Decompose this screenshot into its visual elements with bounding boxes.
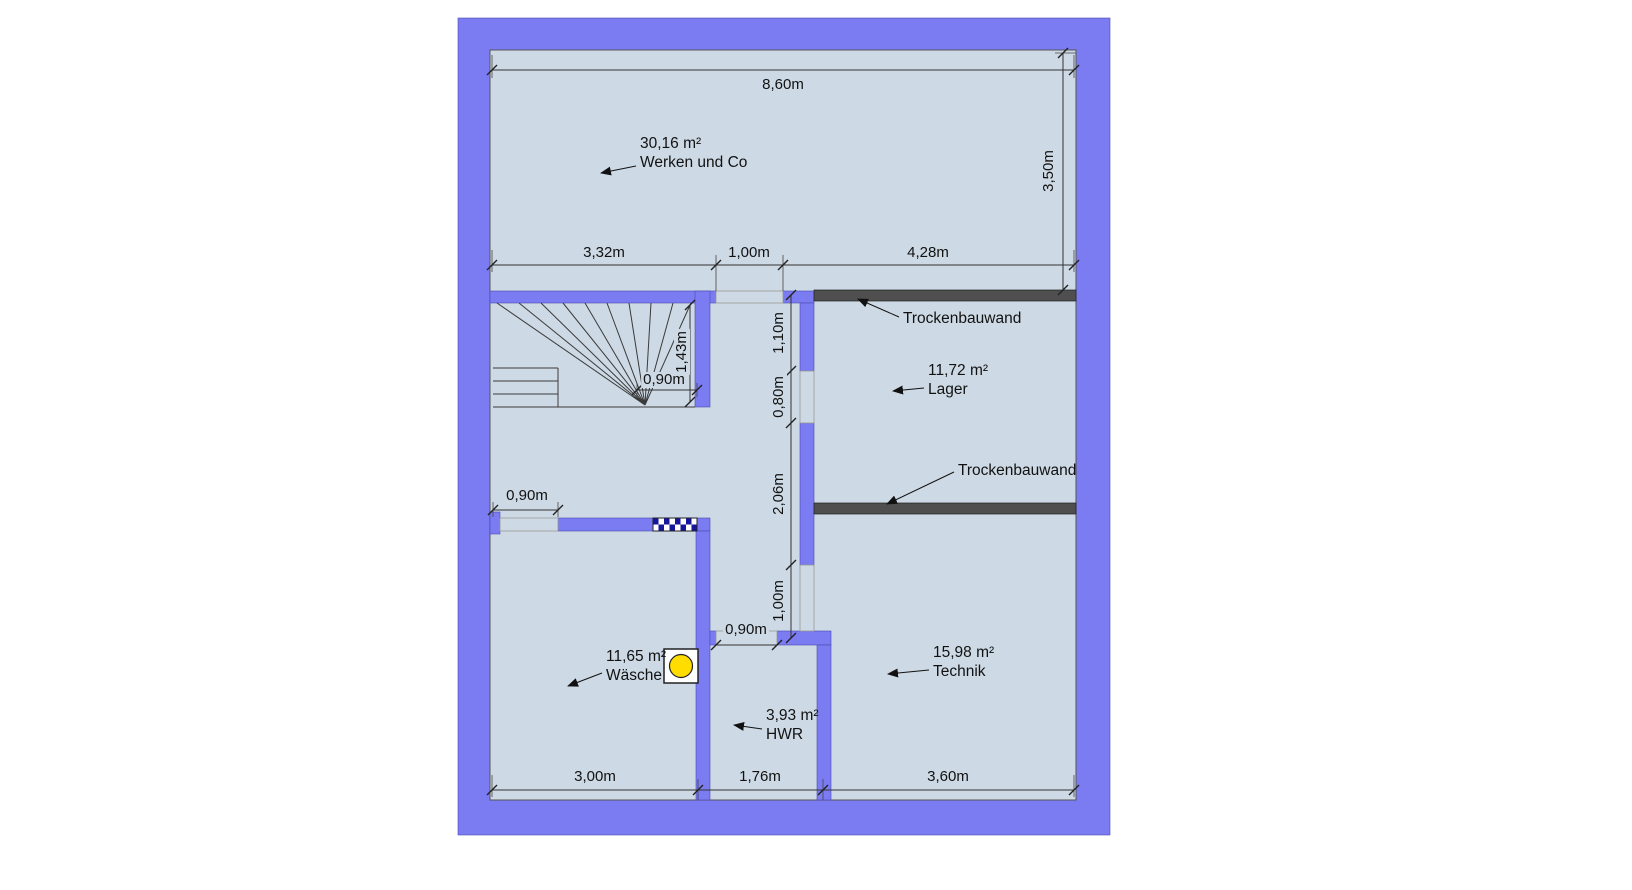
dim-total-width: 8,60m	[762, 76, 804, 93]
room-name: Wäsche	[606, 667, 662, 684]
room-name: Technik	[933, 663, 986, 680]
room-area: 3,93 m²	[766, 707, 819, 724]
room-name: Lager	[928, 381, 968, 398]
room-label-werken: 30,16 m² Werken und Co	[640, 134, 747, 172]
dim-mid-opening: 1,00m	[728, 244, 770, 261]
room-area: 30,16 m²	[640, 135, 702, 152]
dim-corridor-mid: 2,06m	[770, 471, 787, 517]
room-label-technik: 15,98 m² Technik	[933, 643, 994, 681]
room-label-hwr: 3,93 m² HWR	[766, 706, 819, 744]
room-label-lager: 11,72 m² Lager	[928, 361, 988, 399]
room-name: HWR	[766, 726, 804, 743]
room-name: Werken und Co	[640, 154, 748, 171]
drywall-label-top: Trockenbauwand	[903, 310, 1022, 327]
dim-hwr-door: 0,90m	[723, 621, 769, 638]
dim-bottom-right: 3,60m	[927, 768, 969, 785]
room-label-waesche: 11,65 m² Wäsche	[606, 647, 666, 685]
room-area: 15,98 m²	[933, 644, 995, 661]
drywall-partitions	[813, 289, 1077, 515]
washing-machine-icon	[663, 648, 699, 684]
glass-block-strip	[652, 517, 698, 532]
drywall-label-bottom: Trockenbauwand	[958, 462, 1077, 479]
leader-arrows	[567, 165, 955, 731]
dim-mid-left: 3,32m	[583, 244, 625, 261]
room-area: 11,65 m²	[606, 648, 667, 665]
staircase	[493, 302, 695, 408]
dim-corridor-door: 0,80m	[770, 374, 787, 420]
dim-bottom-left: 3,00m	[574, 768, 616, 785]
dimension-lines	[486, 47, 1080, 800]
outer-wall	[457, 17, 1111, 836]
room-area: 11,72 m²	[928, 362, 989, 379]
dim-upper-room-height: 3,50m	[1040, 150, 1057, 192]
dim-corridor-bottom: 1,00m	[770, 578, 787, 624]
dim-waesche-opening: 0,90m	[506, 487, 548, 504]
dim-bottom-mid: 1,76m	[739, 768, 781, 785]
dim-mid-right: 4,28m	[907, 244, 949, 261]
dim-stair-width: 0,90m	[641, 371, 687, 388]
dim-corridor-top: 1,10m	[770, 310, 787, 356]
dim-stair-length: 1,43m	[673, 329, 690, 375]
